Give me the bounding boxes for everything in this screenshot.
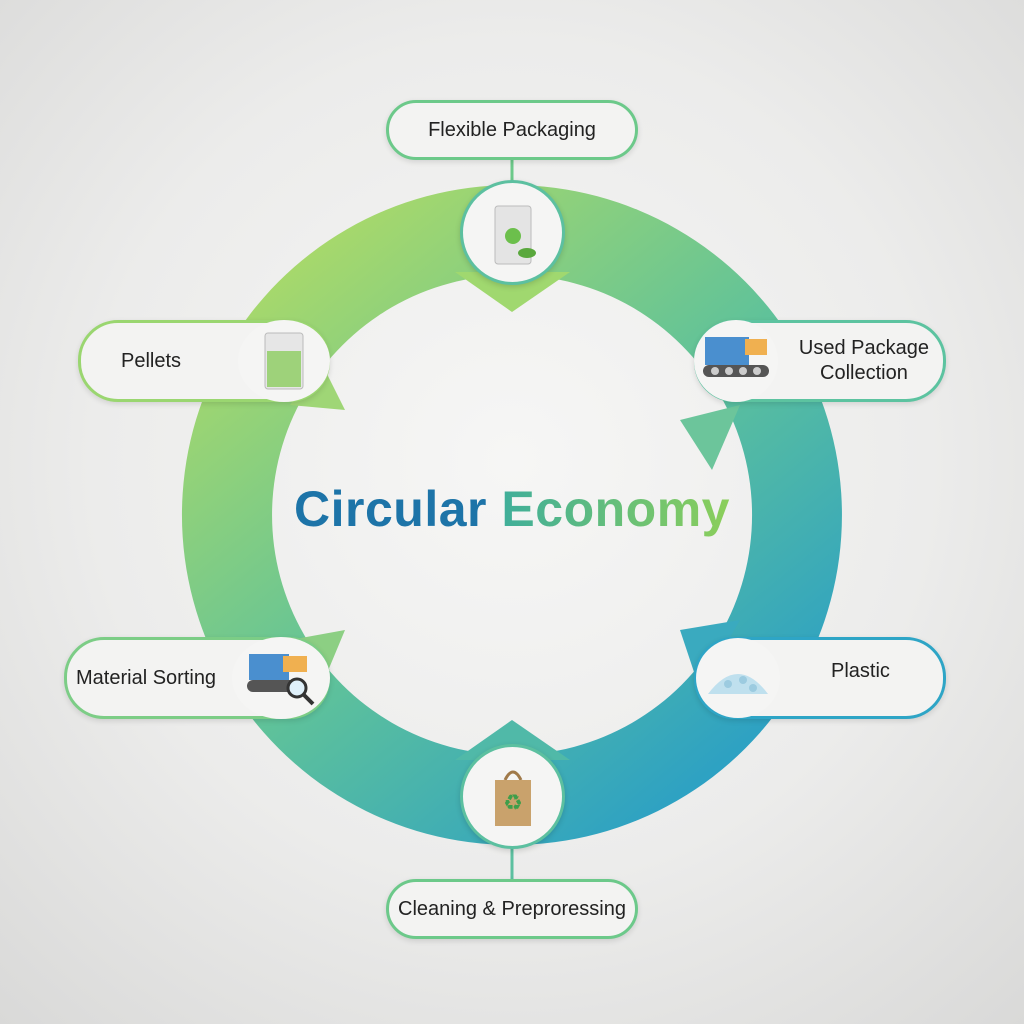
plastic-pile-icon: [696, 638, 780, 718]
svg-text:♻: ♻: [503, 790, 523, 815]
title-word-circular: Circular: [294, 481, 487, 537]
conveyor-collection-icon: [694, 320, 778, 402]
node-cleaning-preprocessing[interactable]: Cleaning & Preproressing: [386, 879, 638, 939]
ring-arrow-bottom: [455, 720, 570, 760]
ring-arrow-top: [455, 272, 570, 312]
title-word-economy: Economy: [501, 481, 730, 537]
sorting-magnifier-icon: [232, 637, 330, 719]
node-flexible-packaging[interactable]: Flexible Packaging: [386, 100, 638, 160]
page-title: Circular Economy: [0, 480, 1024, 538]
node-label: Cleaning & Preproressing: [398, 897, 626, 920]
recycle-bag-icon: ♻: [460, 744, 565, 849]
node-label: Flexible Packaging: [428, 118, 596, 141]
node-label: Plastic: [831, 660, 890, 682]
packaging-bag-icon: [460, 180, 565, 285]
pellet-bag-icon: [238, 320, 330, 402]
node-label: Pellets: [121, 349, 182, 372]
node-label: Material Sorting: [76, 666, 217, 689]
ring-arrow-right: [680, 405, 740, 470]
